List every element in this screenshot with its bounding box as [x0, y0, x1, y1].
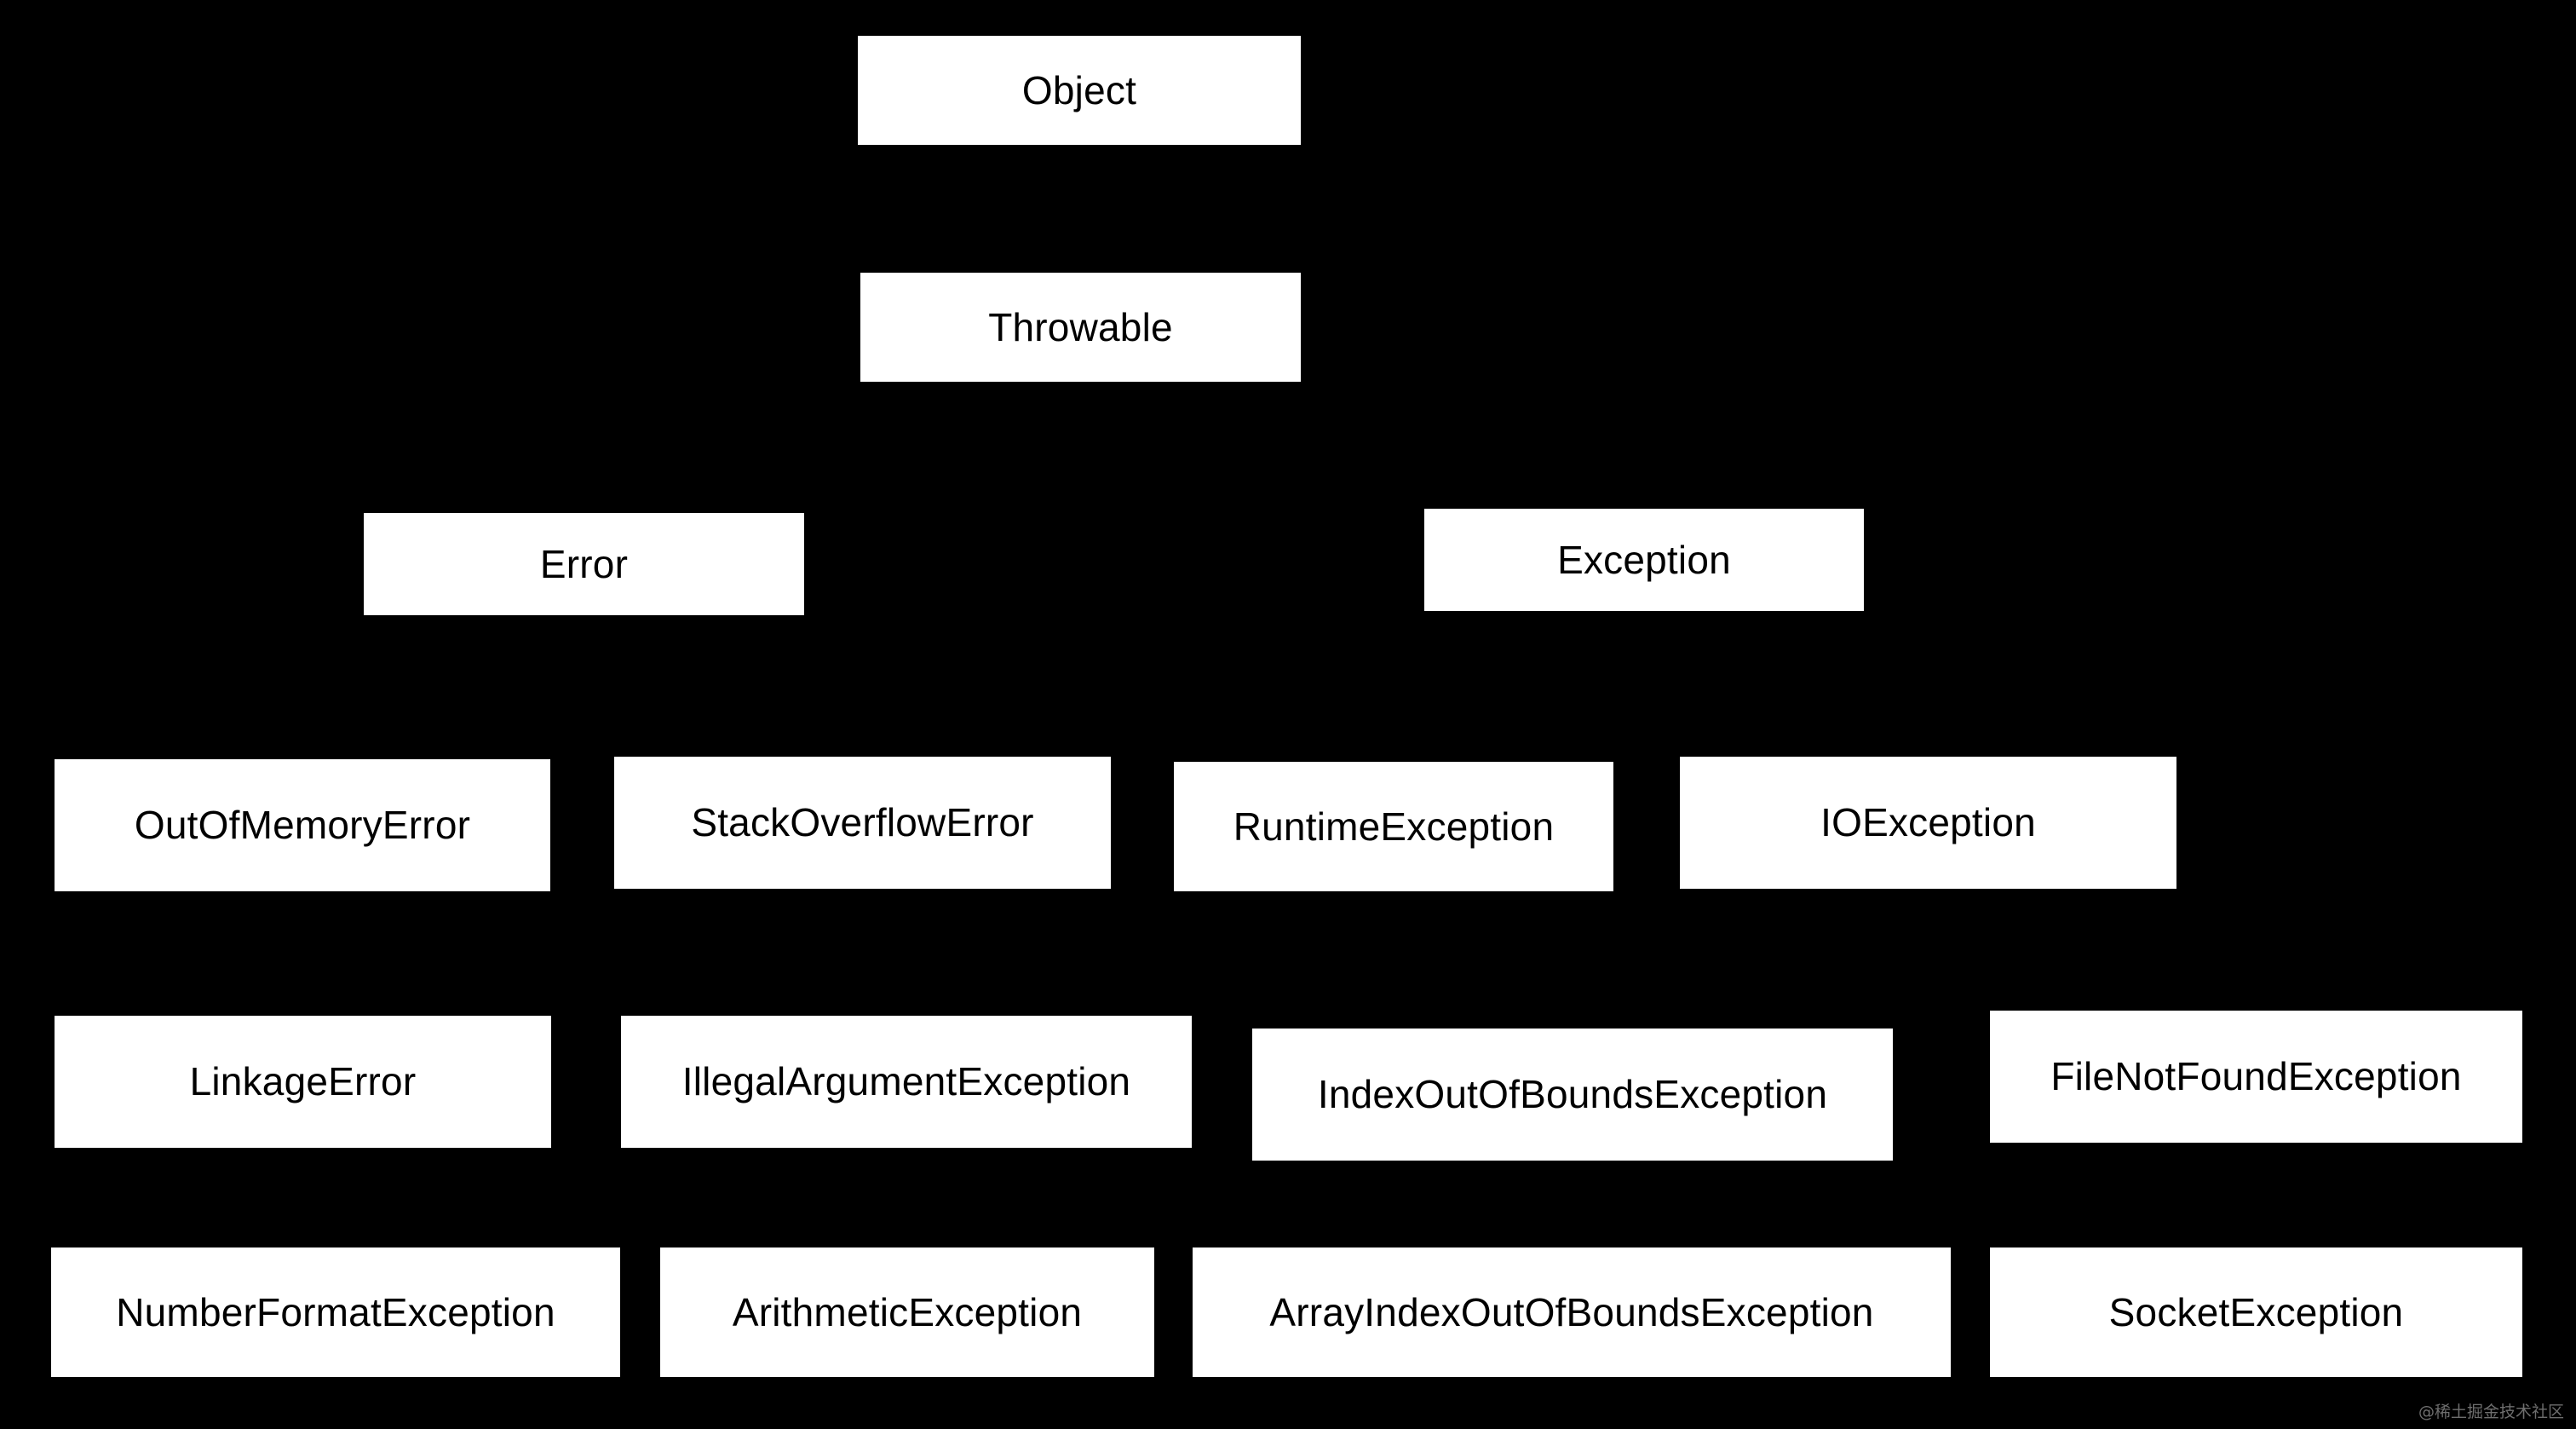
- class-node-socketexception[interactable]: SocketException: [1990, 1247, 2522, 1377]
- class-node-label: Object: [1021, 67, 1137, 112]
- class-node-throwable[interactable]: Throwable: [860, 273, 1301, 382]
- class-node-illegalargumentexception[interactable]: IllegalArgumentException: [621, 1016, 1192, 1148]
- class-node-linkageerror[interactable]: LinkageError: [55, 1016, 551, 1148]
- class-node-label: OutOfMemoryError: [134, 803, 471, 848]
- class-node-label: IndexOutOfBoundsException: [1317, 1072, 1828, 1117]
- class-node-filenotfoundexception[interactable]: FileNotFoundException: [1990, 1011, 2522, 1143]
- class-node-label: IOException: [1820, 800, 2036, 845]
- class-node-label: StackOverflowError: [691, 800, 1034, 845]
- class-node-label: NumberFormatException: [116, 1289, 555, 1334]
- class-node-exception[interactable]: Exception: [1424, 509, 1864, 611]
- class-node-numberformatexception[interactable]: NumberFormatException: [51, 1247, 620, 1377]
- class-node-runtimeexception[interactable]: RuntimeException: [1174, 762, 1613, 891]
- class-node-error[interactable]: Error: [364, 513, 804, 615]
- class-node-label: Error: [539, 541, 629, 586]
- class-node-label: Exception: [1557, 537, 1731, 582]
- class-node-outofmemoryerror[interactable]: OutOfMemoryError: [55, 759, 550, 891]
- class-node-label: Throwable: [988, 304, 1173, 349]
- class-node-label: FileNotFoundException: [2050, 1054, 2462, 1099]
- class-node-stackoverflowerror[interactable]: StackOverflowError: [614, 757, 1111, 889]
- class-node-label: RuntimeException: [1233, 804, 1555, 849]
- watermark-text: @稀土掘金技术社区: [2418, 1403, 2564, 1421]
- class-node-indexoutofboundsexception[interactable]: IndexOutOfBoundsException: [1252, 1029, 1893, 1161]
- class-node-arithmeticexception[interactable]: ArithmeticException: [660, 1247, 1154, 1377]
- class-node-label: ArrayIndexOutOfBoundsException: [1269, 1289, 1874, 1334]
- class-node-label: IllegalArgumentException: [681, 1059, 1131, 1104]
- class-node-object[interactable]: Object: [858, 36, 1301, 145]
- class-node-arrayindexoutofboundsexception[interactable]: ArrayIndexOutOfBoundsException: [1193, 1247, 1951, 1377]
- class-node-label: LinkageError: [189, 1059, 417, 1104]
- class-node-label: SocketException: [2108, 1289, 2404, 1334]
- class-node-ioexception[interactable]: IOException: [1680, 757, 2176, 889]
- class-node-label: ArithmeticException: [732, 1289, 1083, 1334]
